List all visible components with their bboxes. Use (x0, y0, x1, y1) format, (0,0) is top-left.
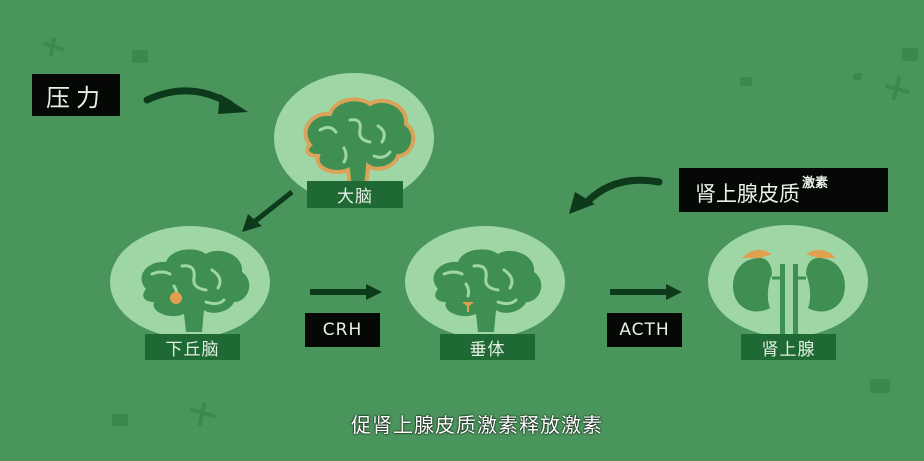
brain-hypothalamus-icon (141, 249, 250, 332)
arrow-pituitary-to-adrenal (610, 284, 682, 300)
cerebrum-label: 大脑 (307, 181, 403, 208)
decor-square (902, 48, 918, 61)
stress-label-text: 压力 (46, 83, 106, 112)
adrenal-label: 肾上腺 (741, 334, 836, 360)
cortisol-label-main: 肾上腺皮质 (695, 182, 800, 206)
cortisol-label: 肾上腺皮质 激素 (679, 168, 888, 212)
decor-square (870, 379, 890, 393)
pituitary-label: 垂体 (440, 334, 535, 360)
kidney-adrenal-icon (733, 249, 845, 334)
decor-plus-icon (43, 37, 64, 57)
subtitle-caption-text: 促肾上腺皮质激素释放激素 (351, 413, 603, 437)
crh-label: CRH (305, 313, 380, 347)
hypothalamus-label: 下丘脑 (145, 334, 240, 360)
acth-label: ACTH (607, 313, 682, 347)
hypothalamus-label-text: 下丘脑 (165, 339, 220, 360)
subtitle-caption: 促肾上腺皮质激素释放激素 (351, 409, 603, 438)
arrow-stress-to-cerebrum (143, 87, 248, 114)
cerebrum-label-text: 大脑 (337, 187, 373, 207)
decor-square (112, 414, 128, 426)
acth-label-text: ACTH (619, 320, 670, 340)
decor-square (740, 77, 752, 86)
brain-pituitary-icon (433, 249, 542, 332)
decor-square (853, 73, 862, 80)
crh-label-text: CRH (322, 320, 363, 340)
decor-plus-icon (885, 76, 910, 100)
pituitary-label-text: 垂体 (469, 339, 506, 360)
brain-icon (303, 97, 416, 190)
arrow-hypothalamus-to-pituitary (310, 284, 382, 300)
arrow-cortisol-to-pituitary (569, 176, 663, 214)
decor-plus-icon (190, 402, 216, 426)
cortisol-label-superscript: 激素 (802, 176, 829, 191)
decor-square (132, 50, 148, 63)
stress-label: 压力 (32, 74, 120, 116)
adrenal-label-text: 肾上腺 (761, 339, 816, 360)
arrow-cerebrum-to-hypothalamus (242, 190, 294, 232)
